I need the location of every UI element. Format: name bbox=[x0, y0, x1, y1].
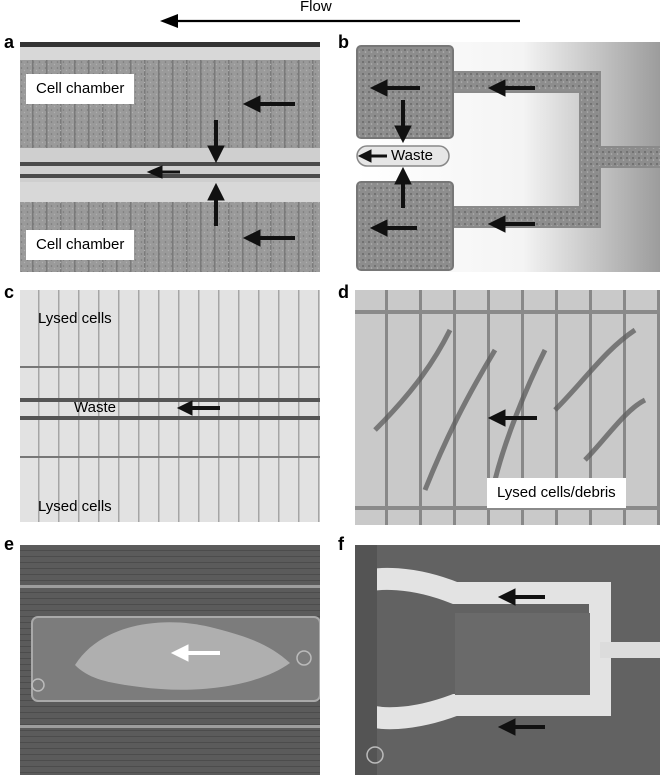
panel-c-arrow bbox=[176, 400, 220, 416]
panel-f-arrows bbox=[497, 588, 545, 736]
panel-e-image bbox=[20, 545, 320, 775]
flow-label: Flow bbox=[300, 0, 332, 15]
lysed-cells-label-top: Lysed cells bbox=[38, 310, 112, 327]
panel-b-arrows bbox=[357, 79, 535, 237]
panel-letter-f: f bbox=[338, 534, 344, 554]
waste-label-c: Waste bbox=[74, 399, 116, 416]
panel-letter-e: e bbox=[4, 534, 15, 554]
panel-letter-a: a bbox=[4, 32, 15, 52]
panel-e-arrow bbox=[170, 644, 220, 662]
panel-a-image: Cell chamber Cell chamber bbox=[20, 42, 320, 272]
panel-d-image: Lysed cells/debris bbox=[355, 290, 660, 525]
lysed-cells-label-bottom: Lysed cells bbox=[38, 498, 112, 515]
cell-chamber-label-bottom: Cell chamber bbox=[26, 230, 135, 260]
panel-letter-d: d bbox=[338, 282, 349, 302]
panel-a-arrows bbox=[146, 95, 295, 247]
flow-arrow-icon bbox=[160, 14, 520, 28]
panel-d-arrow bbox=[487, 409, 537, 427]
panel-letter-c: c bbox=[4, 282, 15, 302]
cell-chamber-label-top: Cell chamber bbox=[26, 74, 135, 104]
panel-letter-b: b bbox=[338, 32, 349, 52]
panel-c-image: Lysed cells Waste Lysed cells bbox=[20, 290, 320, 522]
panel-f-image bbox=[355, 545, 660, 775]
panel-b-image: Waste bbox=[355, 42, 660, 272]
waste-label-b: Waste bbox=[391, 147, 433, 164]
lysed-debris-label: Lysed cells/debris bbox=[487, 478, 626, 508]
